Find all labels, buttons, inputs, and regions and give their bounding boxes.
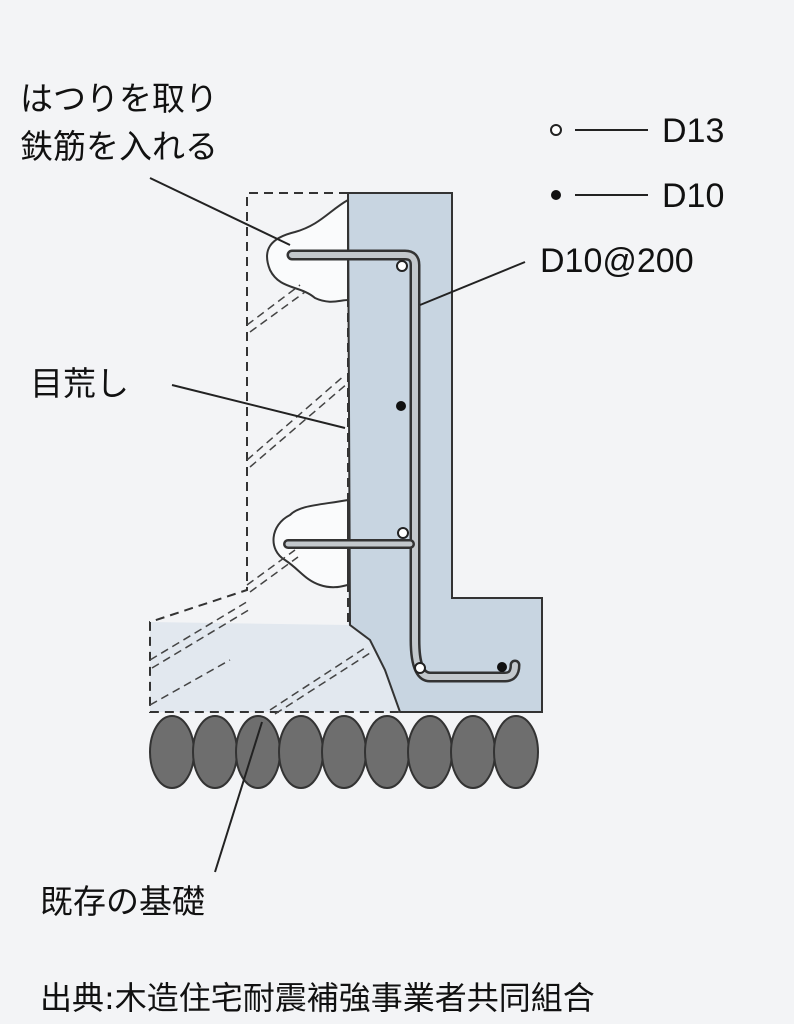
source-caption: 出典:木造住宅耐震補強事業者共同組合 (40, 979, 595, 1017)
d13-bar (414, 662, 426, 674)
d10-bar (497, 662, 507, 672)
roughening-lines (149, 284, 371, 715)
label-rebar-spacing: D10@200 (540, 242, 694, 280)
leader-lines (149, 129, 648, 873)
existing-outline (149, 192, 400, 713)
d10-bar (396, 401, 406, 411)
label-existing-foundation: 既存の基礎 (40, 882, 205, 921)
legend-filled-circle-icon (551, 190, 561, 200)
label-chipping-line1: はつりを取り (20, 79, 218, 118)
legend-d10: D10 (662, 177, 725, 215)
label-chipping-line2: 鉄筋を入れる (20, 127, 218, 166)
legend-d13: D13 (662, 112, 725, 150)
rubble-stones (149, 715, 539, 789)
d13-bar (397, 527, 409, 539)
d13-bar (396, 260, 408, 272)
new-concrete (346, 192, 543, 713)
label-roughening: 目荒し (30, 364, 129, 403)
legend-open-circle-icon (550, 124, 562, 136)
